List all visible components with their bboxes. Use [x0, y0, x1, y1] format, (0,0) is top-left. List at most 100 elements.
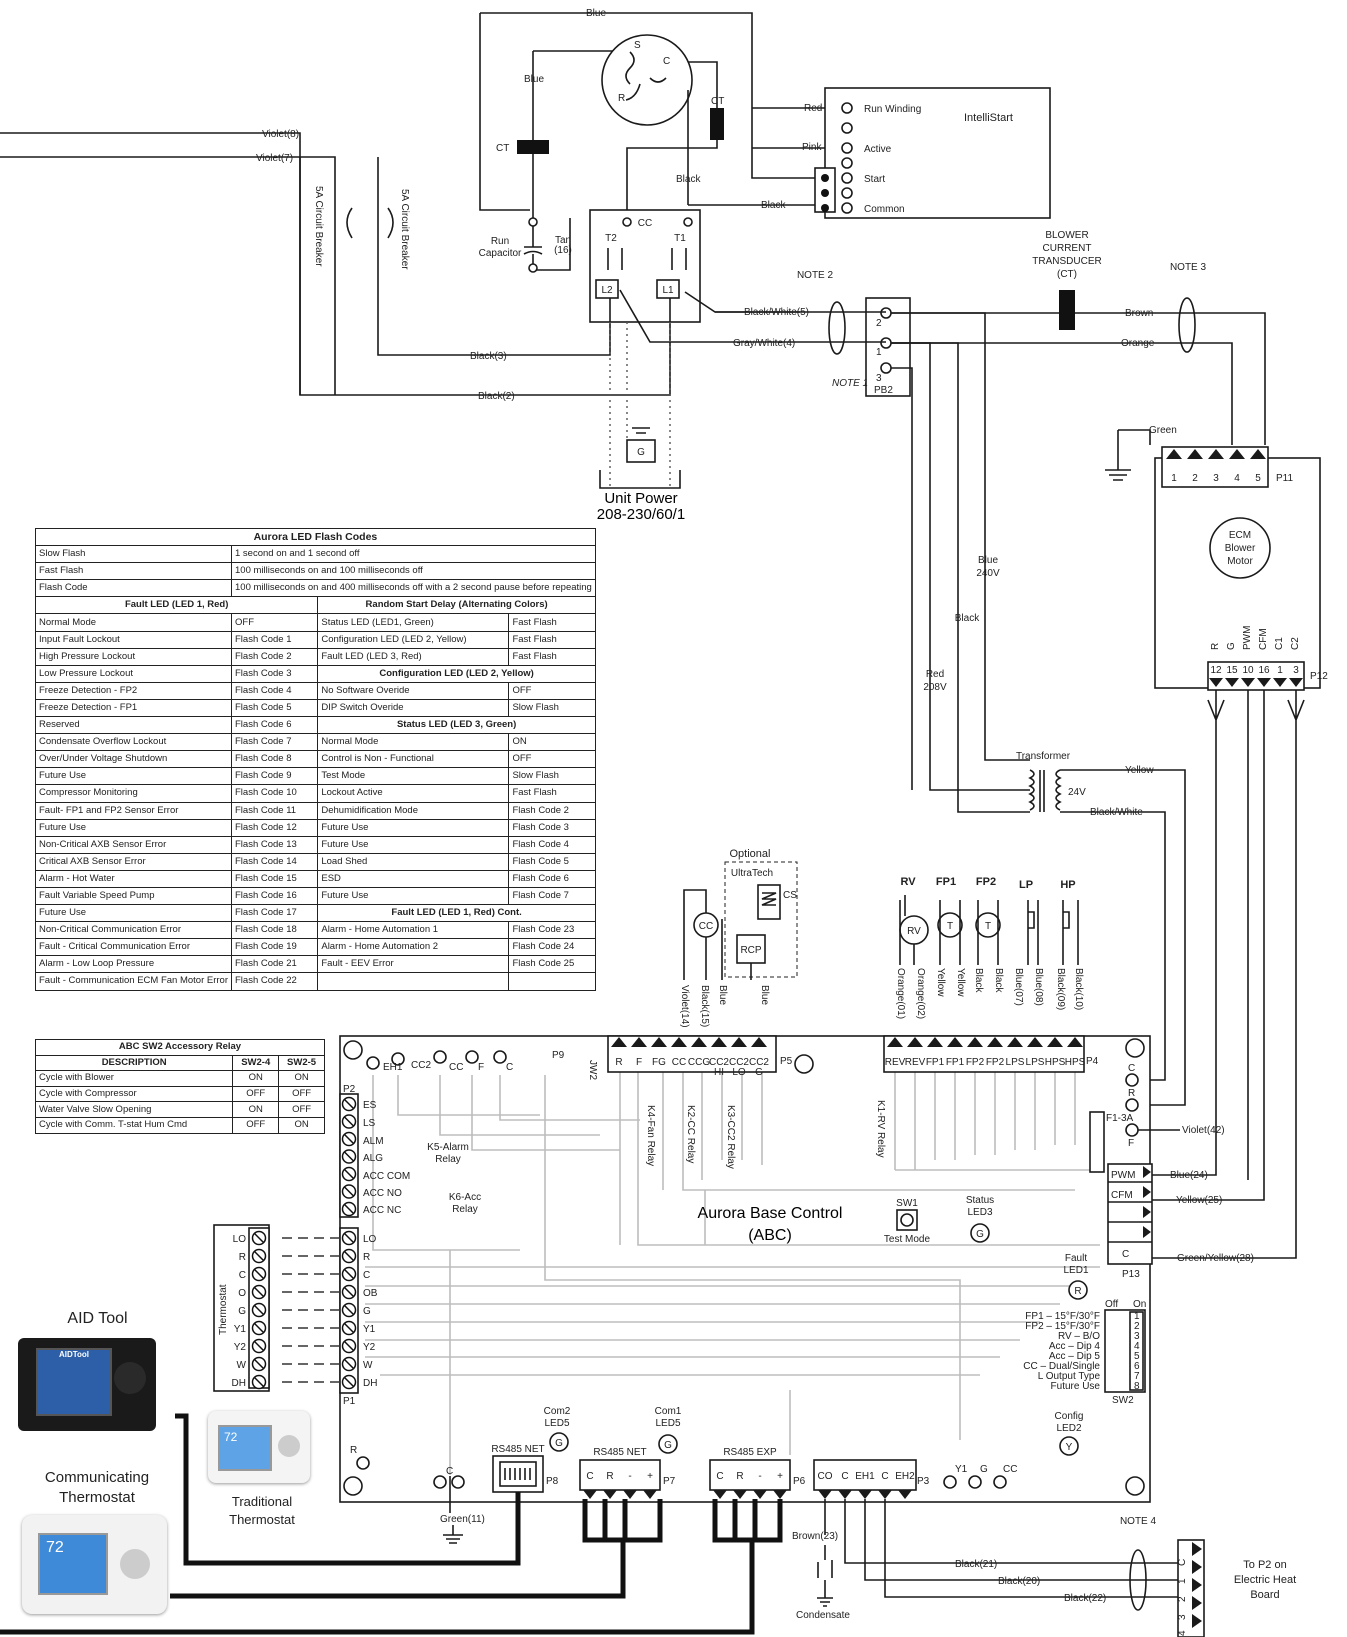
text-line: Relay [435, 1154, 461, 1165]
svg-text:5: 5 [1255, 473, 1261, 484]
p9-label: P9 [552, 1050, 565, 1061]
unit-power-label-1: Unit Power [604, 490, 677, 507]
fault-flash-code: Flash Code 6 [230, 716, 319, 735]
aid-tool-brand: AIDTool [58, 1350, 90, 1359]
svg-text:15: 15 [1226, 665, 1238, 676]
jw2-label: JW2 [587, 1060, 598, 1080]
svg-text:PWM: PWM [1242, 626, 1253, 650]
screw-slot [343, 1232, 355, 1244]
cc-label: CC [638, 218, 652, 229]
svg-text:R: R [1210, 643, 1221, 650]
svg-text:4: 4 [1134, 1341, 1140, 1352]
table-row: Fault - Communication ECM Fan Motor Erro… [35, 972, 596, 991]
flash-def-desc: 100 milliseconds on and 400 milliseconds… [231, 579, 596, 598]
pb2-label: PB2 [874, 385, 893, 396]
pb2-pin-3: 3 [876, 373, 882, 384]
screw-slot [253, 1340, 265, 1352]
svg-text:R: R [606, 1471, 613, 1482]
motor-s-label: S [634, 40, 641, 51]
board-traces [365, 1066, 1100, 1475]
note3-label: NOTE 3 [1170, 262, 1207, 273]
top-left-terminals: EH1 CC2 CC F C [366, 1050, 513, 1073]
svg-text:O: O [238, 1288, 246, 1299]
p12-connector: R G PWM CFM C1 C2 12 15 10 16 1 3 P12 [1207, 626, 1328, 691]
svg-text:P7: P7 [663, 1476, 676, 1487]
motor-c-label: C [663, 56, 670, 67]
optional-title: Optional [730, 848, 771, 860]
fault-flash-code: Flash Code 19 [230, 938, 319, 957]
wire-label-black20: Black(20) [998, 1576, 1040, 1587]
ecm-motor-symbol [1209, 517, 1271, 579]
svg-text:Y1: Y1 [955, 1464, 968, 1475]
svg-text:P3: P3 [917, 1476, 930, 1487]
svg-text:C: C [1128, 1063, 1135, 1074]
svg-text:Blue(08): Blue(08) [1033, 968, 1044, 1006]
wire-label-yellow25: Yellow(25) [1176, 1195, 1222, 1206]
comm-title-2: Thermostat [59, 1489, 135, 1506]
sw2-5-value: ON [278, 1070, 325, 1087]
p1-label: P1 [343, 1396, 356, 1407]
screw-slot [253, 1358, 265, 1370]
screw-slot [253, 1232, 265, 1244]
status-description: Status LED (LED1, Green) [317, 613, 510, 632]
compressor-section: Blue Blue CT S C R CT Red Pink Black Bla… [0, 8, 1051, 523]
svg-text:1: 1 [1134, 1311, 1140, 1322]
text-line: LO [732, 1067, 746, 1078]
svg-text:Yellow: Yellow [955, 968, 966, 997]
status-description: Control is Non - Functional [317, 750, 510, 769]
svg-text:Y2: Y2 [363, 1342, 376, 1353]
svg-text:4: 4 [1177, 1630, 1188, 1636]
fault-flash-code: Flash Code 3 [230, 664, 319, 683]
k3-label: K3-CC2 Relay [725, 1105, 736, 1169]
fault-flash-code: Flash Code 17 [230, 904, 319, 923]
compressor-motor-symbol [601, 34, 693, 126]
svg-text:CC: CC [449, 1062, 463, 1073]
breaker-label-2: 5A Circuit Breaker [399, 189, 410, 270]
svg-text:ACC COM: ACC COM [363, 1171, 410, 1182]
fault-description: Freeze Detection - FP1 [35, 698, 232, 718]
status-led-g: G [976, 1229, 984, 1240]
p8-connector: RS485 NET P8 [491, 1444, 559, 1493]
fault-flash-code: Flash Code 2 [230, 647, 319, 666]
svg-text:2: 2 [1192, 473, 1198, 484]
svg-text:G: G [363, 1306, 371, 1317]
svg-text:DH: DH [232, 1378, 246, 1389]
intellistart-start: Start [864, 174, 885, 185]
wire-label-green11: Green(11) [440, 1514, 485, 1525]
wire-label-red-208-2: 208V [923, 682, 947, 693]
svg-text:On: On [1133, 1299, 1146, 1310]
status-flash-code: Fast Flash [508, 613, 596, 632]
screw-slot [343, 1116, 355, 1127]
breaker-label-1: 5A Circuit Breaker [313, 186, 324, 267]
sensor-wire-labels: Orange(01) Orange(02) Yellow Yellow Blac… [895, 968, 1084, 1019]
fault-flash-code: Flash Code 8 [230, 750, 319, 769]
svg-text:8: 8 [1134, 1381, 1140, 1392]
p11-connector: 1 2 3 4 5 P11 [1161, 446, 1293, 488]
svg-text:Yellow: Yellow [935, 968, 946, 997]
fault-flash-code: Flash Code 13 [230, 835, 319, 854]
status-description: Dehumidification Mode [317, 801, 510, 820]
trad-title-1: Traditional [231, 1494, 293, 1509]
screw-terminals [251, 1096, 357, 1390]
svg-text:6: 6 [1134, 1361, 1140, 1372]
svg-text:PWM: PWM [1111, 1170, 1135, 1181]
condensate-label: Condensate [796, 1610, 850, 1621]
thermostat-dashed-wires [282, 1237, 342, 1383]
fault-description: High Pressure Lockout [35, 647, 232, 666]
fault-description: Alarm - Low Loop Pressure [35, 955, 232, 974]
wire-label-blue-b: Blue [759, 985, 770, 1005]
note4-label: NOTE 4 [1120, 1516, 1157, 1527]
pb2-pin-2: 2 [876, 318, 882, 329]
